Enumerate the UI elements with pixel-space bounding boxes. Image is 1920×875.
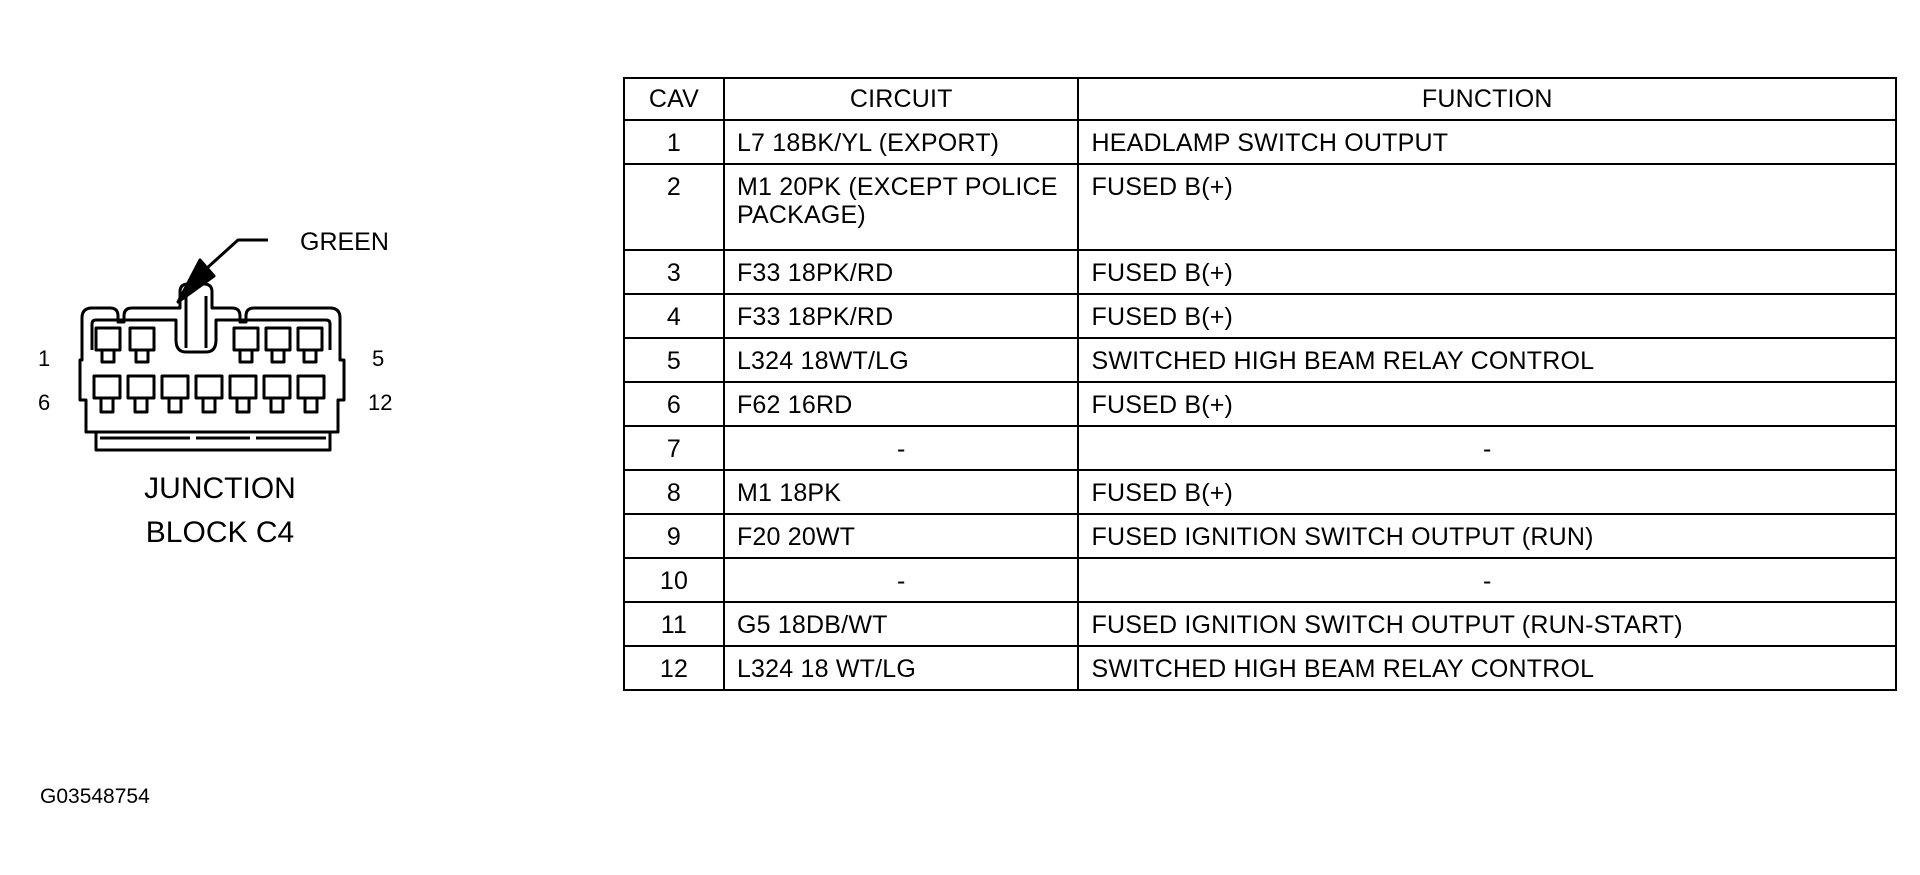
header-circuit: CIRCUIT bbox=[722, 77, 1080, 121]
leader-line bbox=[194, 238, 268, 280]
wire-color-label: GREEN bbox=[300, 228, 389, 256]
table-row: 10 - - bbox=[623, 557, 1897, 603]
cell-cav: 7 bbox=[623, 425, 725, 471]
cell-cav: 6 bbox=[623, 381, 725, 427]
table-row: 7 - - bbox=[623, 425, 1897, 471]
cell-circuit: - bbox=[722, 557, 1080, 603]
cell-function: FUSED B(+) bbox=[1077, 163, 1897, 251]
table-row: 12 L324 18 WT/LG SWITCHED HIGH BEAM RELA… bbox=[623, 645, 1897, 691]
cell-circuit: L324 18WT/LG bbox=[722, 337, 1080, 383]
connector-caption-line2: BLOCK C4 bbox=[146, 516, 294, 549]
cell-cav: 11 bbox=[623, 601, 725, 647]
pin-label-12: 12 bbox=[368, 390, 392, 415]
cell-function: FUSED B(+) bbox=[1077, 249, 1897, 295]
connector-housing bbox=[78, 282, 346, 434]
cell-function: HEADLAMP SWITCH OUTPUT bbox=[1077, 119, 1897, 165]
cell-cav: 2 bbox=[623, 163, 725, 251]
table-row: 1 L7 18BK/YL (EXPORT) HEADLAMP SWITCH OU… bbox=[623, 119, 1897, 165]
terminal-row-bottom bbox=[92, 374, 326, 414]
cell-function: SWITCHED HIGH BEAM RELAY CONTROL bbox=[1077, 645, 1897, 691]
cell-cav: 12 bbox=[623, 645, 725, 691]
cell-function: FUSED B(+) bbox=[1077, 293, 1897, 339]
table-row: 11 G5 18DB/WT FUSED IGNITION SWITCH OUTP… bbox=[623, 601, 1897, 647]
header-cav: CAV bbox=[623, 77, 725, 121]
cell-function: FUSED IGNITION SWITCH OUTPUT (RUN-START) bbox=[1077, 601, 1897, 647]
cell-circuit: L7 18BK/YL (EXPORT) bbox=[722, 119, 1080, 165]
cell-cav: 5 bbox=[623, 337, 725, 383]
cell-function: SWITCHED HIGH BEAM RELAY CONTROL bbox=[1077, 337, 1897, 383]
pin-label-5: 5 bbox=[372, 346, 384, 371]
table-row: 4 F33 18PK/RD FUSED B(+) bbox=[623, 293, 1897, 339]
cell-circuit: - bbox=[722, 425, 1080, 471]
cell-circuit: L324 18 WT/LG bbox=[722, 645, 1080, 691]
cell-function: FUSED IGNITION SWITCH OUTPUT (RUN) bbox=[1077, 513, 1897, 559]
connector-diagram: GREEN 1 5 6 12 JUNCTION BLOCK C4 bbox=[38, 228, 392, 549]
cell-circuit: F33 18PK/RD bbox=[722, 249, 1080, 295]
arrow-head bbox=[176, 258, 216, 304]
cell-circuit: G5 18DB/WT bbox=[722, 601, 1080, 647]
cell-cav: 10 bbox=[623, 557, 725, 603]
table-row: 5 L324 18WT/LG SWITCHED HIGH BEAM RELAY … bbox=[623, 337, 1897, 383]
table-header-row: CAV CIRCUIT FUNCTION bbox=[623, 77, 1897, 121]
cell-circuit: F62 16RD bbox=[722, 381, 1080, 427]
cell-cav: 1 bbox=[623, 119, 725, 165]
table-row: 9 F20 20WT FUSED IGNITION SWITCH OUTPUT … bbox=[623, 513, 1897, 559]
cell-function: - bbox=[1077, 425, 1897, 471]
cell-function: FUSED B(+) bbox=[1077, 469, 1897, 515]
pin-label-6: 6 bbox=[38, 390, 50, 415]
table-row: 6 F62 16RD FUSED B(+) bbox=[623, 381, 1897, 427]
header-function: FUNCTION bbox=[1077, 77, 1897, 121]
pinout-table: CAV CIRCUIT FUNCTION 1 L7 18BK/YL (EXPOR… bbox=[623, 77, 1897, 691]
cell-cav: 8 bbox=[623, 469, 725, 515]
table-row: 2 M1 20PK (EXCEPT POLICE PACKAGE) FUSED … bbox=[623, 163, 1897, 251]
cell-circuit: M1 20PK (EXCEPT POLICE PACKAGE) bbox=[722, 163, 1080, 251]
pin-label-1: 1 bbox=[38, 346, 50, 371]
cell-circuit: F20 20WT bbox=[722, 513, 1080, 559]
terminal-row-top bbox=[94, 326, 324, 364]
cell-function: FUSED B(+) bbox=[1077, 381, 1897, 427]
cell-function: - bbox=[1077, 557, 1897, 603]
table-row: 8 M1 18PK FUSED B(+) bbox=[623, 469, 1897, 515]
cell-cav: 4 bbox=[623, 293, 725, 339]
cell-cav: 3 bbox=[623, 249, 725, 295]
cell-circuit: M1 18PK bbox=[722, 469, 1080, 515]
connector-caption-line1: JUNCTION bbox=[144, 472, 296, 505]
cell-cav: 9 bbox=[623, 513, 725, 559]
table-row: 3 F33 18PK/RD FUSED B(+) bbox=[623, 249, 1897, 295]
cell-circuit: F33 18PK/RD bbox=[722, 293, 1080, 339]
figure-id: G03548754 bbox=[40, 785, 150, 808]
